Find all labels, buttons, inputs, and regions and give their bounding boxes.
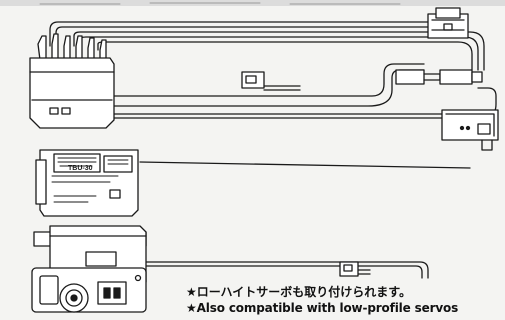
receiver-antenna: [139, 161, 471, 169]
motor-connectors: [395, 69, 483, 85]
heatsink: [37, 33, 107, 61]
svg-text:TBU-30: TBU-30: [68, 165, 93, 172]
servo-cable: [145, 261, 429, 279]
receiver-unit: TBU-30: [35, 149, 471, 217]
esc-unit: [29, 7, 499, 151]
caption-japanese: ★ローハイトサーボも取り付けられます。: [186, 285, 412, 299]
power-switch: [441, 109, 499, 151]
servo-connector: [339, 261, 371, 277]
servo-horn: [31, 267, 147, 313]
cropped-heading-strip: [0, 0, 505, 6]
servo-unit: [31, 225, 429, 313]
caption-english: ★Also compatible with low-profile servos: [186, 301, 459, 315]
battery-connector: [427, 7, 469, 39]
esc-signal-connector: [241, 71, 301, 91]
esc-wires: [49, 21, 497, 119]
esc-body: [29, 57, 115, 129]
receiver-body: TBU-30: [35, 149, 139, 217]
